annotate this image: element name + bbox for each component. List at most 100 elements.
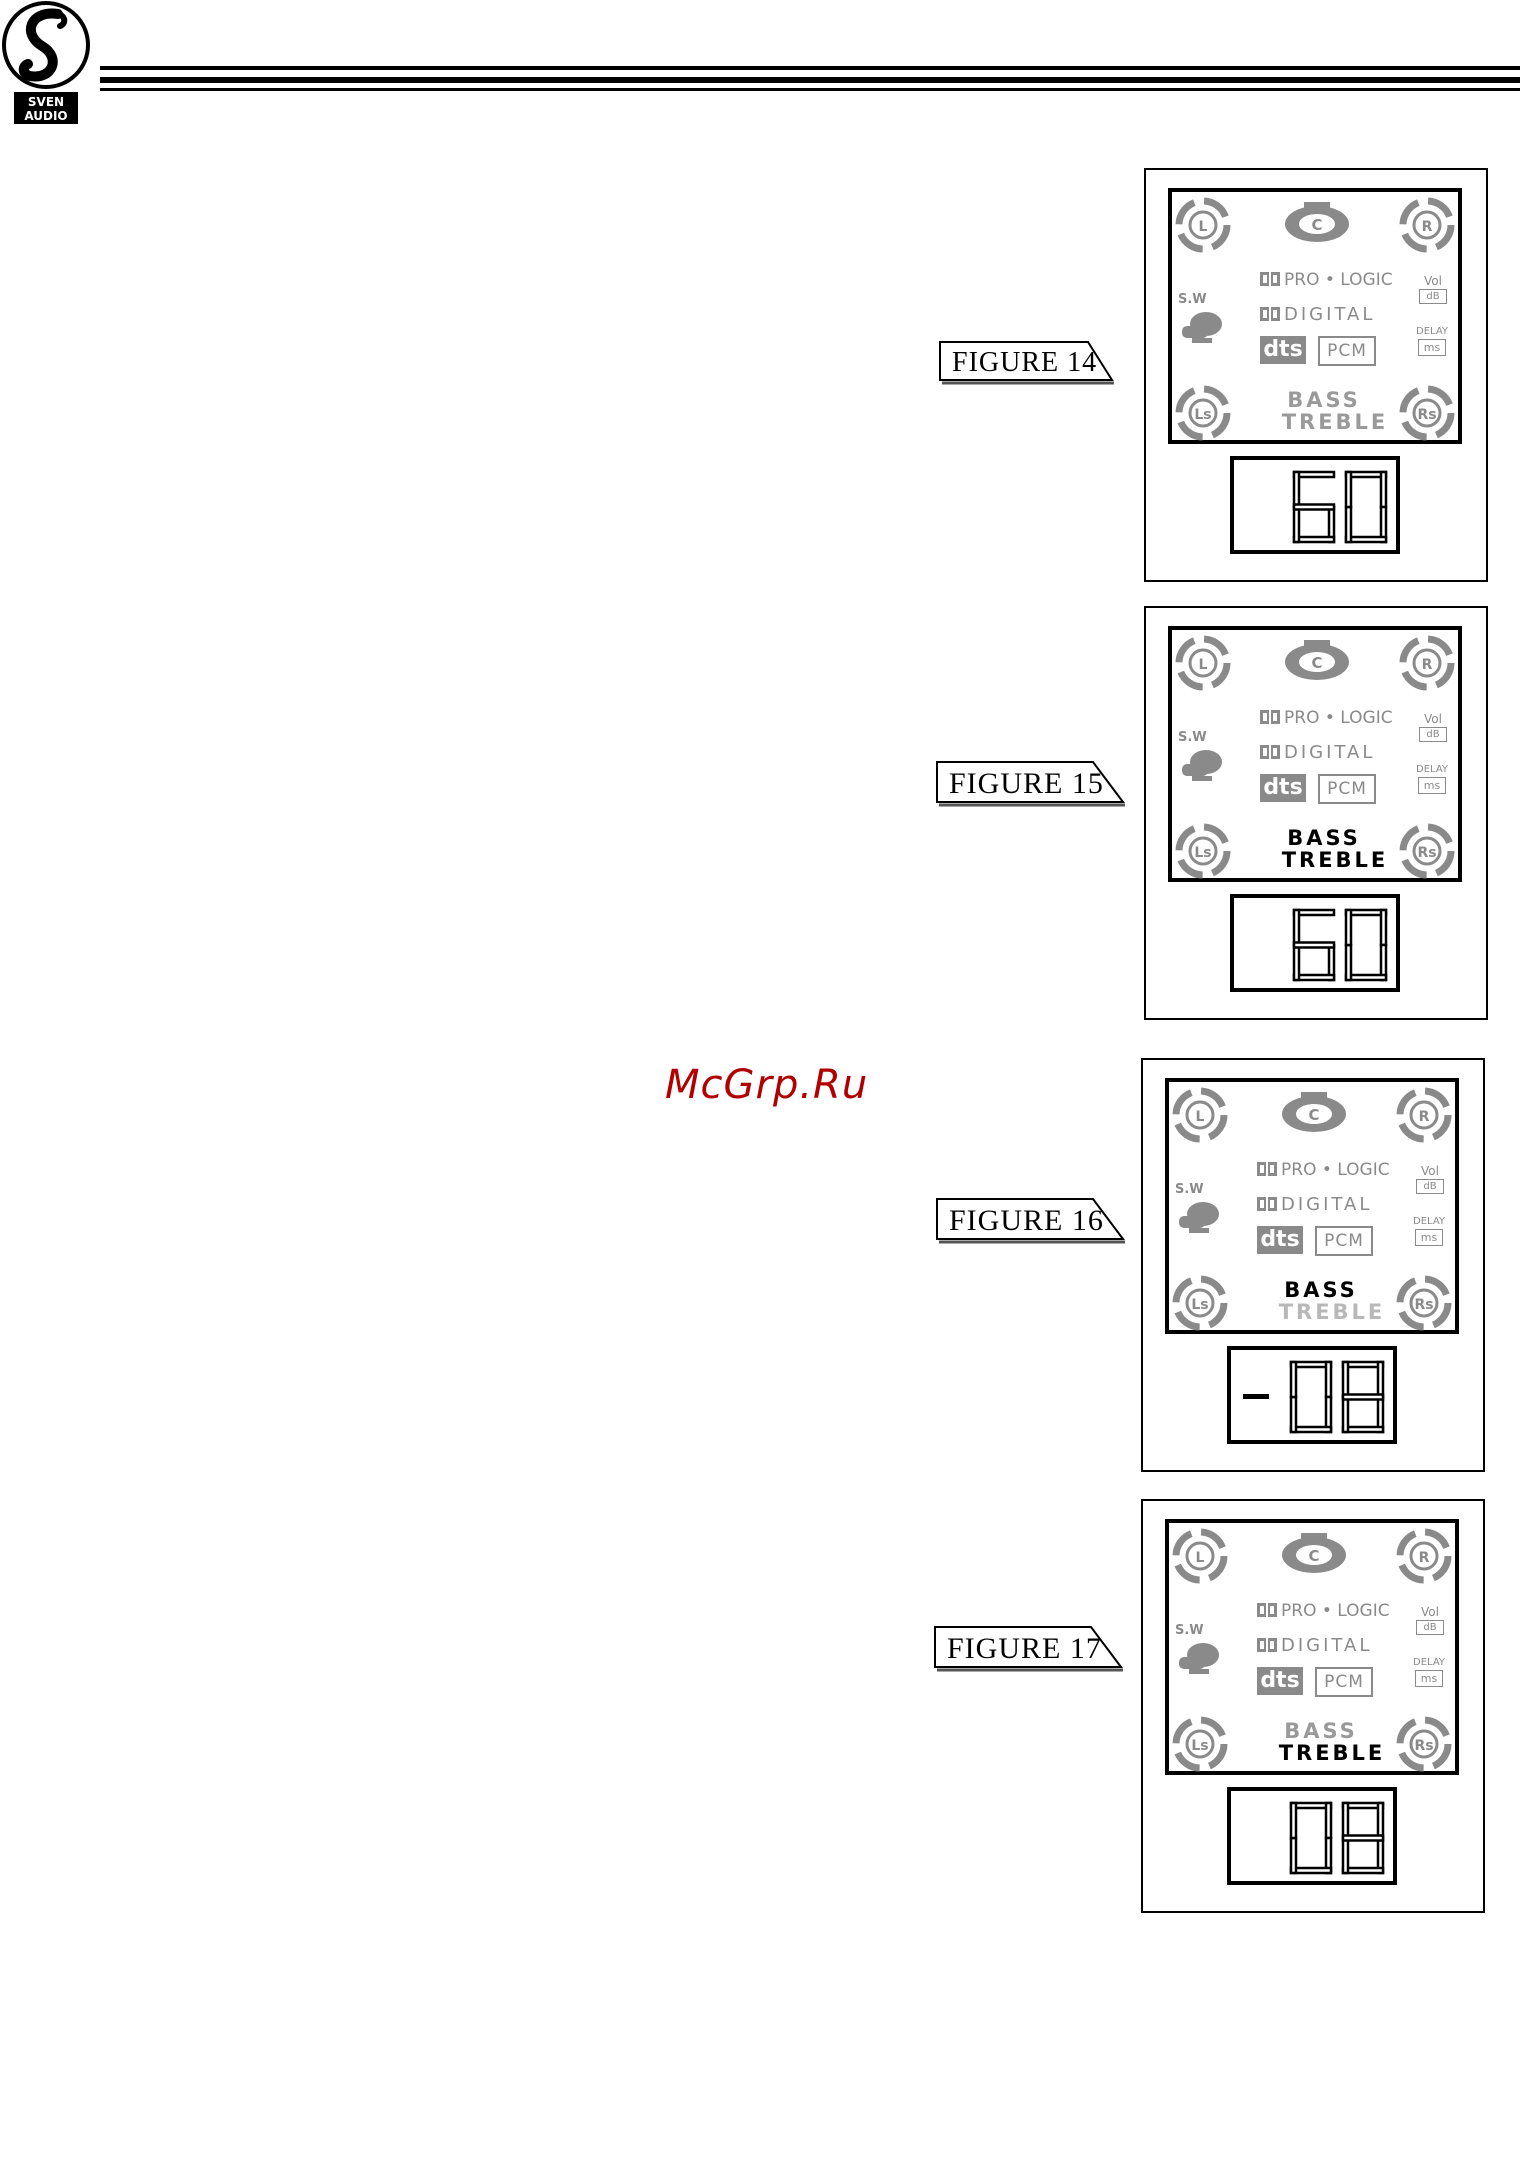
surround-left-speaker-icon: Ls bbox=[1174, 822, 1232, 880]
figure-16-tag: FIGURE 16 bbox=[935, 1197, 1127, 1244]
lcd-segment bbox=[1341, 1393, 1385, 1401]
pro-logic-indicator: PRO • LOGIC bbox=[1260, 270, 1393, 290]
surround-left-speaker-icon: Ls bbox=[1174, 384, 1232, 442]
speaker-label-surround_left: Ls bbox=[1191, 1738, 1208, 1754]
bass-indicator: BASS bbox=[1284, 1278, 1358, 1302]
bass-indicator: BASS bbox=[1287, 826, 1361, 850]
readout-digits bbox=[1243, 1360, 1385, 1434]
subwoofer-label: S.W bbox=[1178, 292, 1207, 307]
digital-indicator: DIGITAL bbox=[1260, 742, 1375, 763]
readout-digits bbox=[1292, 470, 1388, 544]
lcd-segment bbox=[1324, 1360, 1333, 1399]
lcd-segment bbox=[1341, 1834, 1385, 1842]
subwoofer-label: S.W bbox=[1175, 1182, 1204, 1197]
digital-indicator: DIGITAL bbox=[1257, 1194, 1372, 1215]
front-right-speaker-icon: R bbox=[1395, 1086, 1453, 1144]
seven-segment-readout bbox=[1230, 894, 1400, 992]
pcm-indicator: PCM bbox=[1318, 774, 1376, 804]
digital-indicator: DIGITAL bbox=[1257, 1635, 1372, 1656]
speaker-label-surround_right: Rs bbox=[1414, 1738, 1433, 1754]
lcd-segment bbox=[1292, 943, 1301, 982]
lcd-segment bbox=[1341, 1836, 1350, 1875]
center-speaker-icon: C bbox=[1282, 200, 1352, 246]
lcd-segment bbox=[1341, 1360, 1350, 1399]
figure-15-tag: FIGURE 15 bbox=[935, 760, 1127, 807]
dolby-icon bbox=[1260, 743, 1280, 759]
lcd-segment bbox=[1379, 470, 1388, 509]
pro-logic-indicator: PRO • LOGIC bbox=[1260, 708, 1393, 728]
lcd-segment bbox=[1376, 1801, 1385, 1840]
subwoofer-icon bbox=[1178, 746, 1226, 786]
surround-left-speaker-icon: Ls bbox=[1171, 1274, 1229, 1332]
seven-segment-readout bbox=[1227, 1787, 1397, 1885]
speaker-label-center: C bbox=[1311, 654, 1322, 672]
dolby-icon bbox=[1257, 1636, 1277, 1652]
lcd-segment bbox=[1289, 1836, 1298, 1875]
treble-indicator: TREBLE bbox=[1281, 848, 1389, 872]
figure-17-label: FIGURE 17 bbox=[947, 1632, 1102, 1665]
dolby-icon bbox=[1257, 1195, 1277, 1211]
surround-left-speaker-icon: Ls bbox=[1171, 1715, 1229, 1773]
lcd-segment bbox=[1344, 943, 1353, 982]
watermark-text: McGrp.Ru bbox=[665, 1062, 869, 1108]
speaker-label-center: C bbox=[1311, 216, 1322, 234]
speaker-label-surround_left: Ls bbox=[1194, 407, 1211, 423]
figure-15-label: FIGURE 15 bbox=[949, 767, 1104, 800]
lcd-segment bbox=[1344, 505, 1353, 544]
seven-segment-readout bbox=[1227, 1346, 1397, 1444]
center-speaker-icon: C bbox=[1279, 1090, 1349, 1136]
front-left-speaker-icon: L bbox=[1171, 1086, 1229, 1144]
speaker-label-front_right: R bbox=[1422, 219, 1433, 235]
surround-right-speaker-icon: Rs bbox=[1398, 822, 1456, 880]
dolby-icon bbox=[1257, 1602, 1277, 1617]
subwoofer-icon bbox=[1175, 1639, 1223, 1679]
speaker-label-surround_right: Rs bbox=[1417, 407, 1436, 423]
speaker-label-front_right: R bbox=[1419, 1550, 1430, 1566]
speaker-label-center: C bbox=[1308, 1106, 1319, 1124]
treble-indicator: TREBLE bbox=[1278, 1741, 1386, 1765]
pcm-indicator: PCM bbox=[1315, 1667, 1373, 1697]
speaker-label-surround_right: Rs bbox=[1417, 845, 1436, 861]
lcd-segment bbox=[1341, 1801, 1350, 1840]
front-right-speaker-icon: R bbox=[1395, 1527, 1453, 1585]
lcd-segment bbox=[1379, 908, 1388, 947]
sven-audio-logo: SVEN AUDIO bbox=[0, 0, 95, 130]
front-left-speaker-icon: L bbox=[1174, 634, 1232, 692]
readout-digits bbox=[1289, 1801, 1385, 1875]
lcd-segment bbox=[1292, 503, 1336, 511]
speaker-label-center: C bbox=[1308, 1547, 1319, 1565]
speaker-label-front_right: R bbox=[1419, 1109, 1430, 1125]
speaker-label-front_left: L bbox=[1196, 1109, 1205, 1125]
seven-segment-readout bbox=[1230, 456, 1400, 554]
front-left-speaker-icon: L bbox=[1174, 196, 1232, 254]
speaker-label-surround_left: Ls bbox=[1191, 1297, 1208, 1313]
speaker-label-front_right: R bbox=[1422, 657, 1433, 673]
subwoofer-label: S.W bbox=[1178, 730, 1207, 745]
logo-text-audio: AUDIO bbox=[24, 109, 67, 123]
dts-indicator: dts bbox=[1257, 1667, 1303, 1695]
figure-14-tag: FIGURE 14 bbox=[938, 340, 1116, 386]
surround-right-speaker-icon: Rs bbox=[1395, 1274, 1453, 1332]
pcm-indicator: PCM bbox=[1315, 1226, 1373, 1256]
lcd-segment bbox=[1376, 1360, 1385, 1399]
readout-digits bbox=[1292, 908, 1388, 982]
figure-14-label: FIGURE 14 bbox=[952, 347, 1098, 378]
lcd-segment bbox=[1324, 1801, 1333, 1840]
lcd-segment bbox=[1292, 908, 1301, 947]
subwoofer-label: S.W bbox=[1175, 1623, 1204, 1638]
lcd-segment bbox=[1289, 1395, 1298, 1434]
front-right-speaker-icon: R bbox=[1398, 196, 1456, 254]
